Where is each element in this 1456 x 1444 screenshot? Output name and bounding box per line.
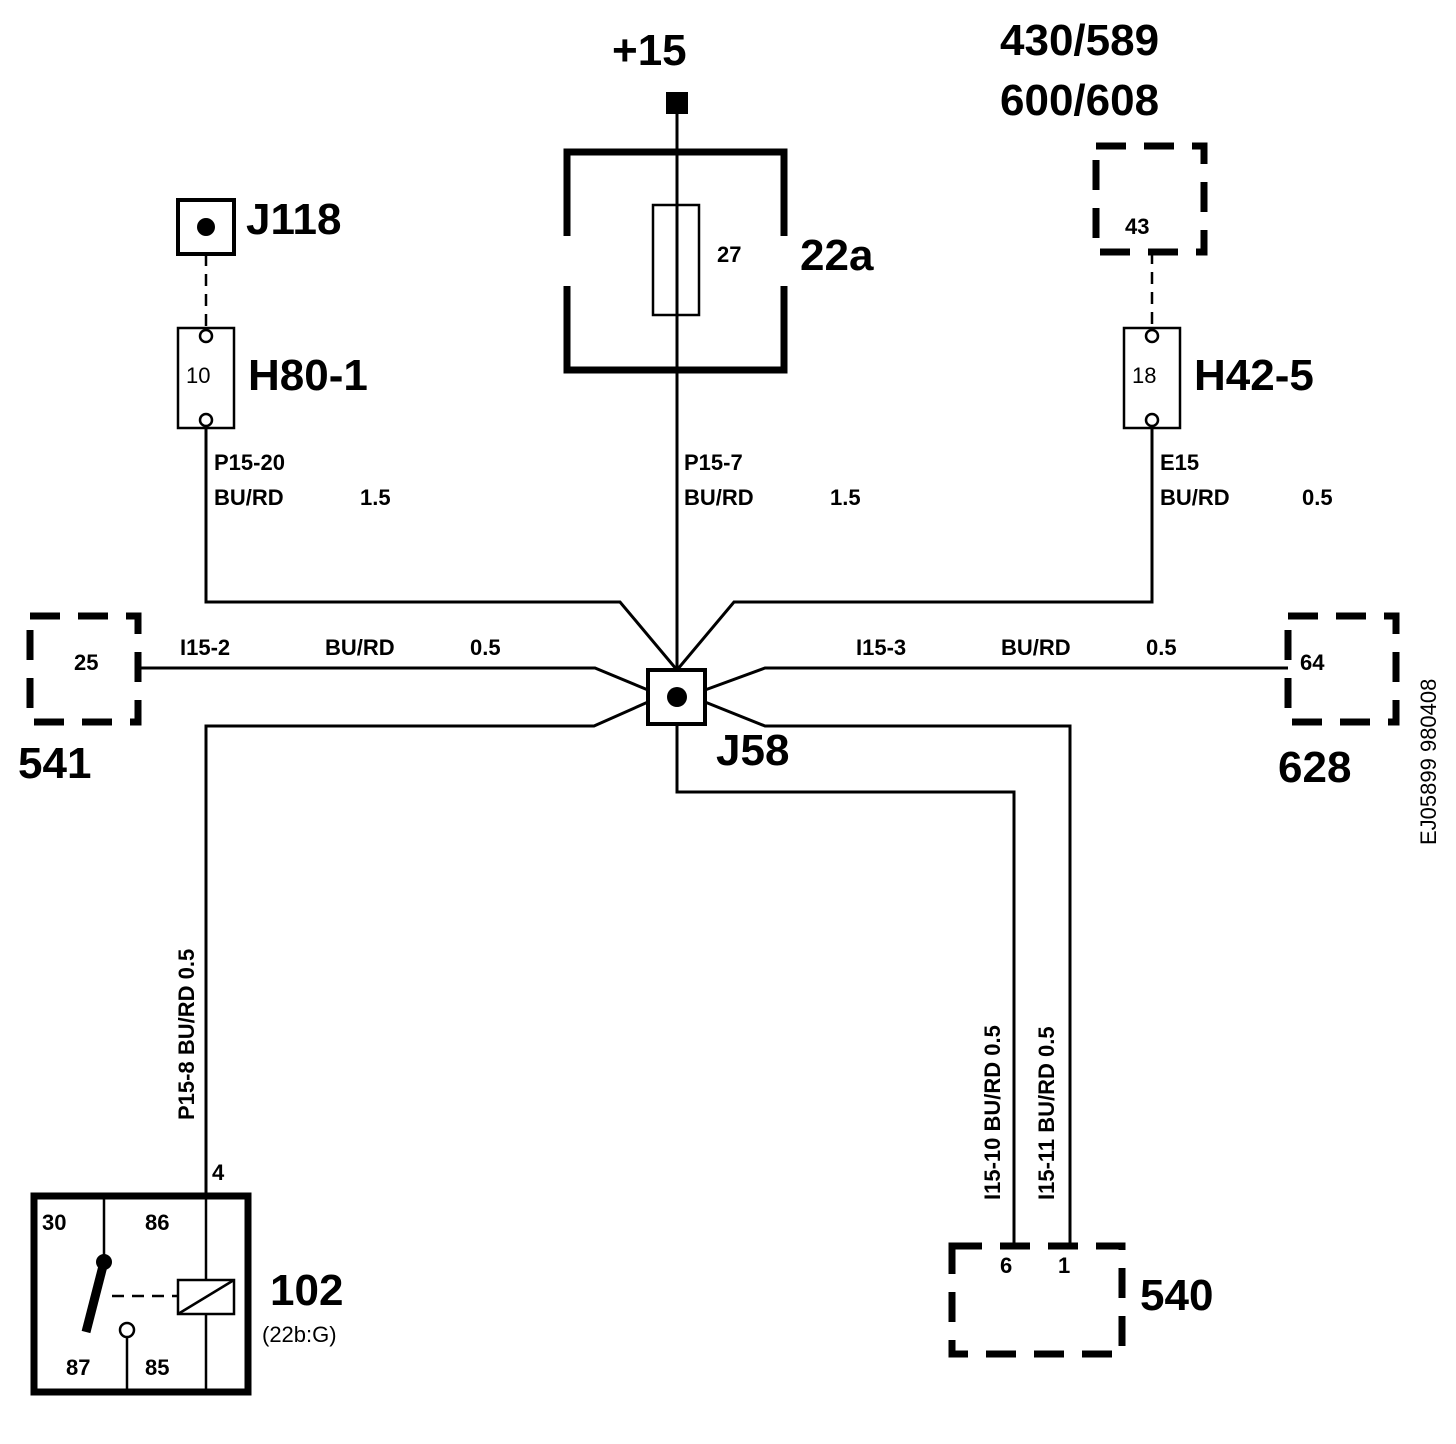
- doc-code: EJ05899 980408: [1416, 679, 1441, 845]
- wire-label-right-mid-size: 0.5: [1146, 635, 1177, 660]
- box-541-pin: 25: [74, 650, 98, 675]
- relay-sublabel: (22b:G): [262, 1322, 337, 1347]
- dashed-box-43: [1092, 142, 1208, 256]
- supply-label: +15: [612, 26, 687, 75]
- box-540-pin-6: 6: [1000, 1253, 1012, 1278]
- wire-label-right-top-id: E15: [1160, 450, 1199, 475]
- ground-point-j58: J58: [646, 668, 789, 775]
- fuse-box-label: 22a: [800, 231, 874, 280]
- box-628-label: 628: [1278, 743, 1351, 792]
- ref-label-1: 430/589: [1000, 16, 1159, 65]
- wire-bottom-a: [675, 708, 1016, 1246]
- wire-left-mid: [138, 666, 649, 692]
- h80-label: H80-1: [248, 351, 368, 400]
- relay-terminal-85: 85: [145, 1355, 169, 1380]
- dashed-box-540: [948, 1242, 1126, 1358]
- box-628-pin: 64: [1300, 650, 1325, 675]
- relay-terminal-30: 30: [42, 1210, 66, 1235]
- wire-bottom-b: [704, 700, 1072, 1246]
- relay-terminal-86: 86: [145, 1210, 169, 1235]
- wire-right-mid: [704, 666, 1288, 692]
- wire-left-top: [204, 428, 679, 671]
- connector-h80-1: 10 H80-1: [176, 326, 368, 430]
- dashed-box-541: [26, 612, 142, 726]
- wire-label-center-top-spec: BU/RD: [684, 485, 754, 510]
- wire-right-top: [675, 428, 1154, 671]
- h42-label: H42-5: [1194, 351, 1314, 400]
- relay-pin-in: 4: [212, 1160, 225, 1185]
- ref-label-2: 600/608: [1000, 76, 1159, 125]
- wire-label-bottom-b: I15-11 BU/RD 0.5: [1034, 1026, 1059, 1200]
- wire-label-left-top-spec: BU/RD: [214, 485, 284, 510]
- wire-label-right-top-spec: BU/RD: [1160, 485, 1230, 510]
- wire-label-left-top-size: 1.5: [360, 485, 391, 510]
- box-541-label: 541: [18, 739, 91, 788]
- wire-label-left-mid-id: I15-2: [180, 635, 230, 660]
- wire-label-left-mid-size: 0.5: [470, 635, 501, 660]
- wire-label-left-top-id: P15-20: [214, 450, 285, 475]
- wire-label-right-mid-id: I15-3: [856, 635, 906, 660]
- wire-label-center-top-size: 1.5: [830, 485, 861, 510]
- relay-terminal-87: 87: [66, 1355, 90, 1380]
- box-540-label: 540: [1140, 1271, 1213, 1320]
- box-43-pin: 43: [1125, 214, 1149, 239]
- box-540-pin-1: 1: [1058, 1253, 1070, 1278]
- dashed-box-628: [1284, 612, 1400, 726]
- relay-102: 30 86 87 85: [30, 1192, 252, 1396]
- wire-label-center-top-id: P15-7: [684, 450, 743, 475]
- relay-label: 102: [270, 1266, 343, 1315]
- wire-label-right-top-size: 0.5: [1302, 485, 1333, 510]
- connector-h42-5: 18 H42-5: [1122, 326, 1314, 430]
- h42-pin: 18: [1132, 363, 1156, 388]
- wire-label-left-vertical: P15-8 BU/RD 0.5: [174, 949, 199, 1120]
- wire-left-vertical: [204, 700, 649, 1196]
- supply-terminal: [666, 92, 688, 114]
- j58-label: J58: [716, 726, 789, 775]
- ground-point-j118: J118: [176, 195, 341, 256]
- wire-label-left-mid-spec: BU/RD: [325, 635, 395, 660]
- wire-label-right-mid-spec: BU/RD: [1001, 635, 1071, 660]
- fuse-number: 27: [717, 242, 741, 267]
- fuse-box-22a: 27 22a: [563, 148, 874, 374]
- j118-label: J118: [246, 195, 341, 244]
- wire-label-bottom-a: I15-10 BU/RD 0.5: [980, 1025, 1005, 1200]
- h80-pin: 10: [186, 363, 210, 388]
